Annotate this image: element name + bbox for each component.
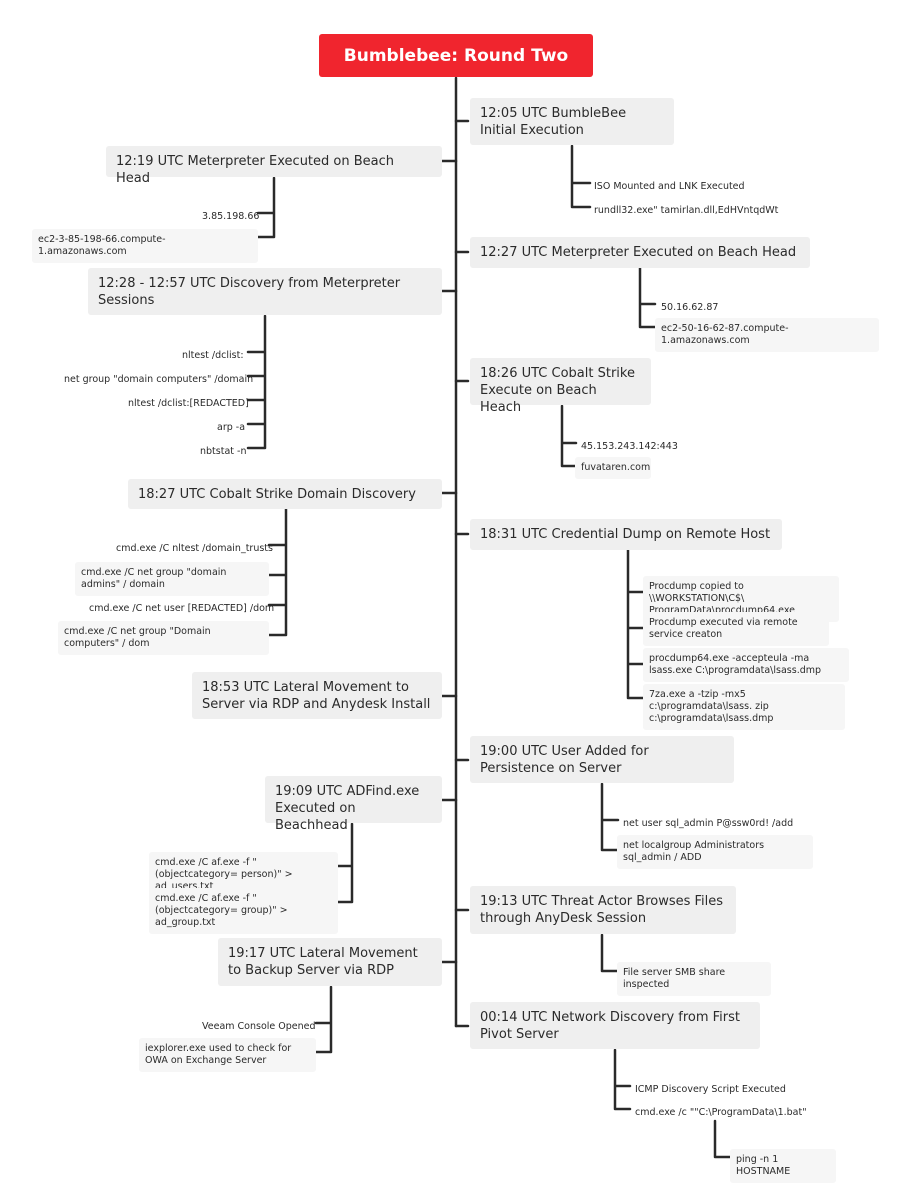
- sub-r5: [600, 782, 620, 852]
- leaf-l3-3: cmd.exe /C net user [REDACTED] /dom: [89, 603, 275, 614]
- leaf-r7-sub: ping -n 1 HOSTNAME: [730, 1149, 836, 1183]
- leaf-r4-4: 7za.exe a -tzip -mx5 c:\programdata\lsas…: [643, 684, 845, 730]
- page-title: Bumblebee: Round Two: [319, 34, 593, 77]
- leaf-l1-1: 3.85.198.66: [202, 211, 260, 222]
- leaf-r1-2: rundll32.exe" tamirlan.dll,EdHVntqdWt: [594, 205, 779, 216]
- leaf-l1-2: ec2-3-85-198-66.compute-1.amazonaws.com: [32, 229, 258, 263]
- leaf-r7-1: ICMP Discovery Script Executed: [635, 1084, 786, 1095]
- leaf-l2-1: nltest /dclist:: [182, 350, 244, 361]
- sub-r3: [560, 404, 578, 468]
- sub-l1: [256, 176, 276, 239]
- sub-l5: [336, 822, 354, 904]
- sub-r4: [626, 547, 645, 700]
- leaf-l2-5: nbtstat -n: [200, 446, 247, 457]
- leaf-r2-2: ec2-50-16-62-87.compute-1.amazonaws.com: [655, 318, 879, 352]
- leaf-l3-1: cmd.exe /C nltest /domain_trusts: [116, 543, 273, 554]
- leaf-r3-2: fuvataren.com: [575, 457, 651, 479]
- event-l5: 19:09 UTC ADFind.exe Executed on Beachhe…: [265, 776, 442, 833]
- leaf-r2-1: 50.16.62.87: [661, 302, 719, 313]
- event-r1: 12:05 UTC BumbleBee Initial Execution: [470, 98, 674, 145]
- event-r5: 19:00 UTC User Added for Persistence on …: [470, 736, 734, 783]
- leaf-r4-3: procdump64.exe -accepteula -ma lsass.exe…: [643, 648, 849, 682]
- leaf-l6-2: iexplorer.exe used to check for OWA on E…: [139, 1038, 316, 1072]
- event-r3: 18:26 UTC Cobalt Strike Execute on Beach…: [470, 358, 651, 415]
- event-r2: 12:27 UTC Meterpreter Executed on Beach …: [470, 237, 810, 268]
- leaf-l2-4: arp -a: [217, 422, 246, 433]
- leaf-r3-1: 45.153.243.142:443: [581, 441, 678, 452]
- sub-r6: [600, 933, 620, 973]
- sub-r2: [638, 266, 657, 329]
- event-r7: 00:14 UTC Network Discovery from First P…: [470, 1002, 760, 1049]
- event-l1: 12:19 UTC Meterpreter Executed on Beach …: [106, 146, 442, 186]
- leaf-r7-2: cmd.exe /c ""C:\ProgramData\1.bat": [635, 1107, 807, 1118]
- sub-l3: [267, 507, 288, 637]
- event-l4: 18:53 UTC Lateral Movement to Server via…: [192, 672, 442, 719]
- leaf-l2-3: nltest /dclist:[REDACTED]: [128, 398, 249, 409]
- leaf-r6-1: File server SMB share inspected: [617, 962, 771, 996]
- event-r6: 19:13 UTC Threat Actor Browses Files thr…: [470, 886, 736, 934]
- leaf-r4-2: Procdump executed via remote service cre…: [643, 612, 829, 646]
- leaf-l5-2: cmd.exe /C af.exe -f "(objectcategory= g…: [149, 888, 338, 934]
- event-l3: 18:27 UTC Cobalt Strike Domain Discovery: [128, 479, 442, 509]
- sub-r7: [613, 1048, 632, 1111]
- leaf-l3-4: cmd.exe /C net group "Domain computers" …: [58, 621, 269, 655]
- event-l6: 19:17 UTC Lateral Movement to Backup Ser…: [218, 938, 442, 986]
- leaf-r1-1: ISO Mounted and LNK Executed: [594, 181, 745, 192]
- sub-l2: [246, 314, 267, 450]
- event-r4: 18:31 UTC Credential Dump on Remote Host: [470, 519, 782, 550]
- sub-r1: [570, 144, 592, 209]
- leaf-r5-1: net user sql_admin P@ssw0rd! /add: [623, 818, 794, 829]
- leaf-r5-2: net localgroup Administrators sql_admin …: [617, 835, 813, 869]
- event-l2: 12:28 - 12:57 UTC Discovery from Meterpr…: [88, 268, 442, 315]
- sub-l6: [314, 985, 333, 1054]
- leaf-l6-1: Veeam Console Opened: [202, 1021, 316, 1032]
- sub-r7b: [713, 1119, 732, 1159]
- leaf-l3-2: cmd.exe /C net group "domain admins" / d…: [75, 562, 269, 596]
- leaf-l2-2: net group "domain computers" /domain: [64, 374, 254, 385]
